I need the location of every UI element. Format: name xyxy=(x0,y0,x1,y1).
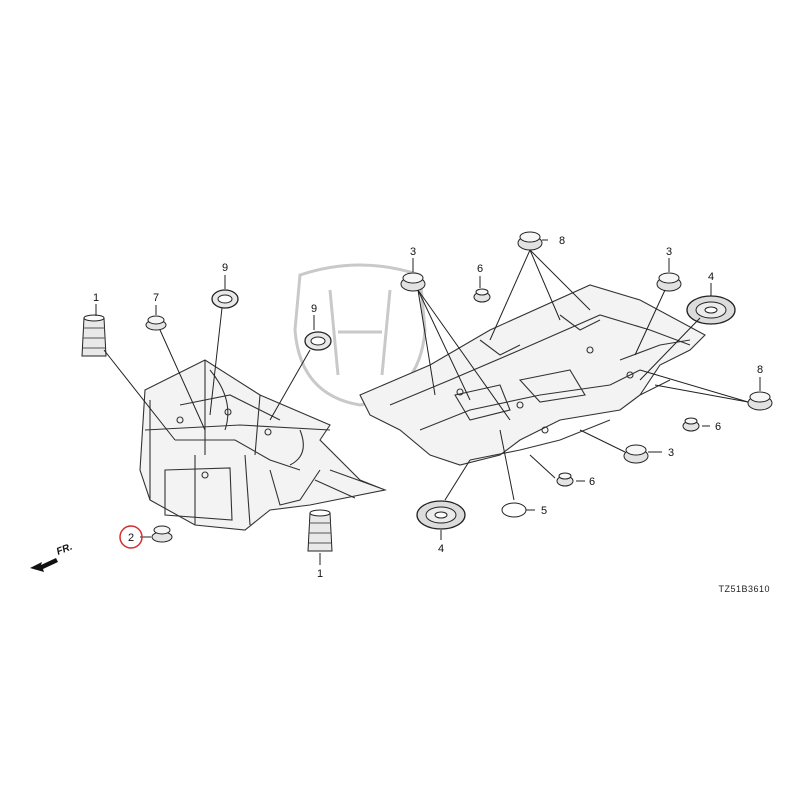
plug-part-6-right-icon[interactable] xyxy=(682,417,700,432)
callout-label[interactable]: 9 xyxy=(311,303,317,315)
plug-part-7-icon[interactable] xyxy=(145,315,167,331)
leader-lines xyxy=(95,239,761,565)
callout-label[interactable]: 4 xyxy=(438,543,444,555)
callout-label[interactable]: 5 xyxy=(541,505,547,517)
grommet-part-4-icon[interactable] xyxy=(686,295,736,325)
callout-label[interactable]: 3 xyxy=(668,447,674,459)
callout-label[interactable]: 6 xyxy=(715,421,721,433)
callout-label[interactable]: 9 xyxy=(222,262,228,274)
callout-label[interactable]: 2 xyxy=(128,532,134,544)
callout-labels: 1 1 2 3 3 3 4 4 5 6 6 6 7 8 8 9 9 xyxy=(93,235,763,580)
plug-part-6-icon[interactable] xyxy=(473,288,491,303)
callout-label[interactable]: 1 xyxy=(317,568,323,580)
highlight-ring xyxy=(119,525,143,549)
floor-pan xyxy=(359,284,706,466)
front-body-frame xyxy=(139,359,387,531)
grommet-part-2-icon[interactable] xyxy=(151,525,173,543)
grommet-part-4-lower-icon[interactable] xyxy=(416,500,466,530)
plug-part-3-lower-icon[interactable] xyxy=(623,444,649,464)
plug-part-8-icon[interactable] xyxy=(517,231,543,251)
plug-part-3-right-icon[interactable] xyxy=(656,272,682,292)
plug-part-6-lower-icon[interactable] xyxy=(556,472,574,487)
front-label: FR. xyxy=(55,542,74,558)
plug-part-3-icon[interactable] xyxy=(400,272,426,292)
callout-label[interactable]: 6 xyxy=(589,476,595,488)
plug-part-8-right-icon[interactable] xyxy=(747,391,773,411)
callout-label[interactable]: 4 xyxy=(708,271,714,283)
callout-label[interactable]: 3 xyxy=(410,246,416,258)
front-direction-indicator: FR. xyxy=(30,542,74,572)
callout-label[interactable]: 8 xyxy=(757,364,763,376)
diagram-code: TZ51B3610 xyxy=(718,584,770,594)
callout-label[interactable]: 7 xyxy=(153,292,159,304)
grommet-part-9-second-icon[interactable] xyxy=(304,331,332,351)
callout-label[interactable]: 3 xyxy=(666,246,672,258)
bumper-part-1-icon[interactable] xyxy=(81,314,107,357)
grommet-part-9-icon[interactable] xyxy=(211,289,239,309)
callout-label[interactable]: 6 xyxy=(477,263,483,275)
callout-label[interactable]: 8 xyxy=(559,235,565,247)
bumper-part-1-lower-icon[interactable] xyxy=(307,509,333,552)
callout-label[interactable]: 1 xyxy=(93,292,99,304)
front-arrow-icon xyxy=(30,558,58,572)
o-ring-part-5-icon[interactable] xyxy=(501,502,527,518)
